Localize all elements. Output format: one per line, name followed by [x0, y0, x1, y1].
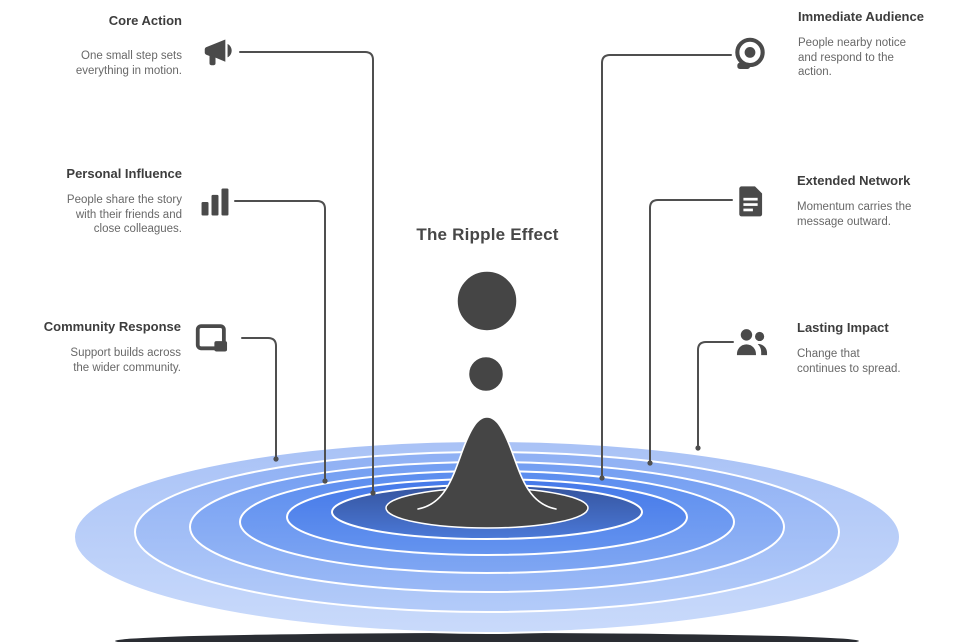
chart-icon: [196, 183, 234, 221]
annotation-body: Change that continues to spread.: [797, 347, 965, 376]
annotation-line: everything in motion.: [75, 64, 182, 77]
splash-spike-outline: [417, 416, 557, 510]
annotation-line: close colleagues.: [93, 223, 182, 235]
connector-dot: [370, 490, 376, 496]
annotation-line: message outward.: [797, 215, 891, 228]
annotation-body: Momentum carries the message outward.: [797, 200, 965, 229]
megaphone-icon: [200, 34, 238, 72]
annotation-line: action.: [798, 66, 832, 78]
annotation-bottom-right: Lasting Impact Change that continues to …: [797, 320, 965, 376]
annotation-heading: Community Response: [43, 319, 181, 334]
annotation-line: One small step sets: [81, 50, 182, 62]
connector-bottom-right: [697, 341, 734, 448]
annotation-line: Momentum carries the: [797, 201, 912, 213]
annotation-body: People share the story with their friend…: [20, 193, 182, 237]
document-icon: [732, 182, 770, 220]
annotation-line: People share the story: [66, 194, 182, 206]
connector-dot: [273, 456, 279, 462]
connector-dot: [695, 445, 701, 451]
annotation-bottom-left: Community Response Support builds across…: [18, 319, 181, 375]
annotation-line: and respond to the: [798, 51, 894, 64]
connector-mid-right: [649, 199, 733, 463]
annotation-body: People nearby notice and respond to the …: [798, 36, 966, 80]
droplet-small: [467, 355, 505, 393]
annotation-heading: Core Action: [108, 13, 182, 28]
droplet-large: [456, 270, 518, 332]
ground-shadow: [115, 633, 859, 642]
diagram-title: The Ripple Effect: [416, 225, 559, 244]
connector-dot: [322, 478, 328, 484]
connector-top-right: [601, 54, 732, 478]
annotation-line: People nearby notice: [798, 37, 907, 49]
connector-bottom-left: [241, 337, 277, 459]
connector-mid-left: [234, 200, 326, 481]
annotation-line: Change that: [797, 348, 860, 360]
connector-dot: [599, 475, 605, 481]
users-icon: [733, 323, 771, 361]
annotation-mid-left: Personal Influence People share the stor…: [20, 166, 182, 237]
annotation-heading: Lasting Impact: [797, 320, 889, 335]
annotation-line: with their friends and: [75, 208, 182, 221]
annotation-line: Support builds across: [70, 347, 181, 359]
connector-dot: [647, 460, 653, 466]
annotation-top-right: Immediate Audience People nearby notice …: [798, 9, 966, 80]
annotation-body: One small step sets everything in motion…: [20, 49, 182, 78]
annotation-body: Support builds across the wider communit…: [18, 346, 181, 375]
annotation-heading: Immediate Audience: [798, 9, 924, 24]
annotation-top-left: Core Action One small step sets everythi…: [20, 13, 182, 78]
window-icon: [193, 319, 231, 357]
annotation-line: continues to spread.: [797, 362, 901, 375]
annotation-heading: Extended Network: [797, 173, 911, 188]
splash-spike: [418, 417, 556, 516]
annotation-mid-right: Extended Network Momentum carries the me…: [797, 173, 965, 229]
connector-top-left: [239, 51, 374, 493]
annotation-line: the wider community.: [73, 361, 181, 374]
annotation-heading: Personal Influence: [66, 166, 182, 181]
target-icon: [731, 35, 769, 73]
